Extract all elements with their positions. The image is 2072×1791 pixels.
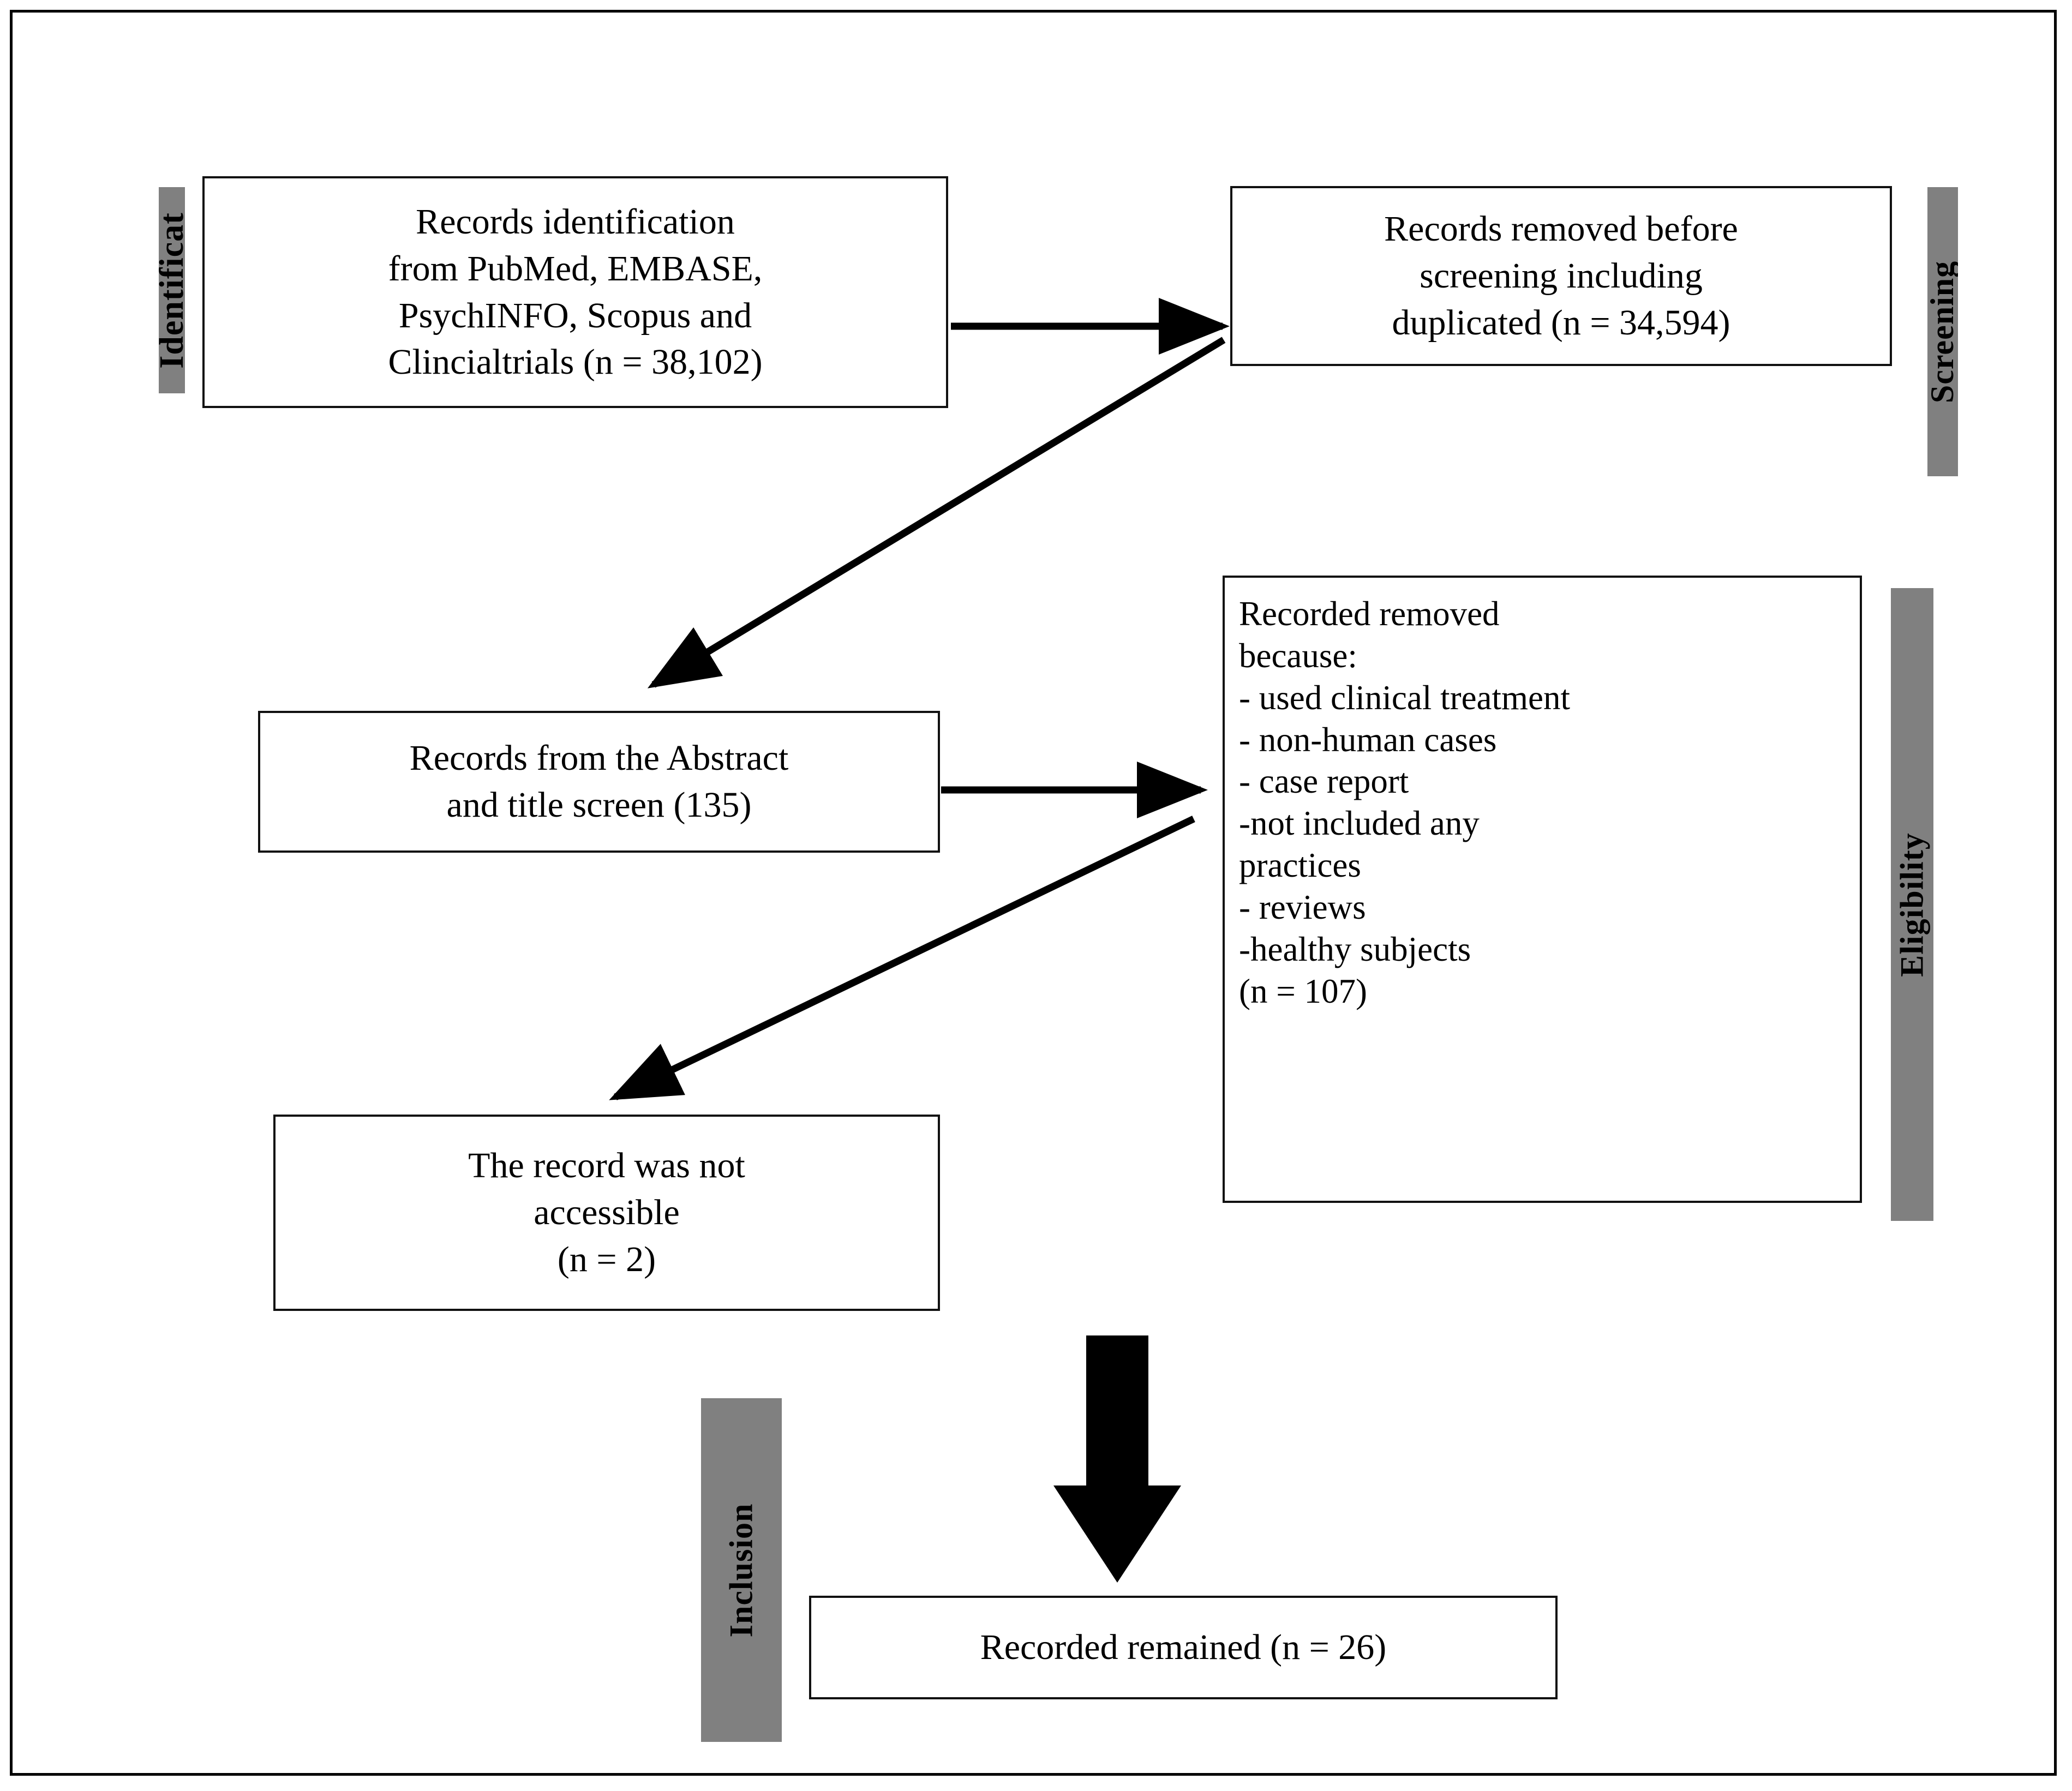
box-recorded-remained: Recorded remained (n = 26): [809, 1596, 1558, 1699]
box-abstract-title-screen-text: Records from the Abstract and title scre…: [409, 738, 789, 825]
box-recorded-removed-because-text: Recorded removed because: - used clinica…: [1239, 595, 1570, 1010]
stage-label-identification: Identificat: [159, 212, 185, 369]
box-records-removed-before-screening: Records removed before screening includi…: [1230, 186, 1892, 366]
box-recorded-removed-because: Recorded removed because: - used clinica…: [1223, 576, 1862, 1203]
box-record-not-accessible-text: The record was not accessible (n = 2): [468, 1146, 745, 1279]
box-records-removed-before-screening-text: Records removed before screening includi…: [1384, 209, 1738, 343]
stage-bar-inclusion: Inclusion: [701, 1398, 782, 1742]
box-records-identification-text: Records identification from PubMed, EMBA…: [388, 201, 763, 382]
stage-label-eligibility: Eligibility: [1894, 832, 1930, 977]
arrow-removed-because-to-not-accessible: [609, 816, 1195, 1100]
box-records-identification: Records identification from PubMed, EMBA…: [202, 176, 948, 408]
box-record-not-accessible: The record was not accessible (n = 2): [273, 1115, 940, 1311]
diagram-outer-frame: Identificat Screening Eligibility Inclus…: [10, 10, 2057, 1776]
stage-label-screening: Screening: [1927, 260, 1958, 403]
stage-bar-eligibility: Eligibility: [1891, 588, 1933, 1221]
stage-bar-identification: Identificat: [159, 187, 185, 393]
block-arrow-down-to-remained: [1053, 1335, 1181, 1583]
box-recorded-remained-text: Recorded remained (n = 26): [980, 1627, 1387, 1668]
stage-label-inclusion: Inclusion: [723, 1503, 759, 1637]
stage-bar-screening: Screening: [1927, 187, 1958, 476]
box-abstract-title-screen: Records from the Abstract and title scre…: [258, 711, 940, 853]
